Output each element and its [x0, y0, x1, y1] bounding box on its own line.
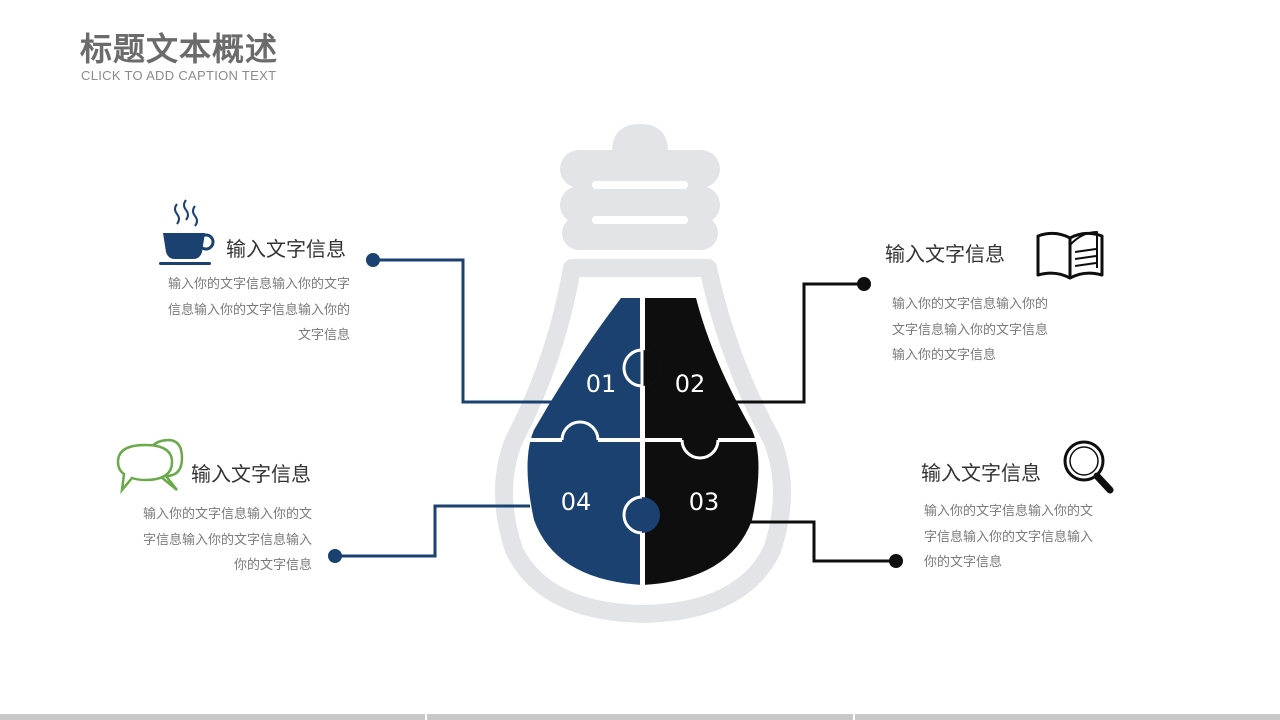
connector-bottom-left [328, 504, 530, 563]
footer-bar [0, 714, 1280, 720]
top-right-heading: 输入文字信息 [885, 242, 1005, 266]
coffee-cup-icon [159, 199, 215, 265]
connector-top-right [730, 277, 871, 404]
speech-bubbles-icon [116, 438, 184, 495]
bottom-right-heading: 输入文字信息 [921, 461, 1041, 485]
open-book-icon [1036, 231, 1104, 280]
bulb-cap [560, 124, 720, 250]
bottom-right-body: 输入你的文字信息输入你的文字信息输入你的文字信息输入你的文字信息 [924, 504, 1094, 570]
footer-segment [427, 714, 853, 720]
bulb-outline [495, 259, 791, 623]
connector-bottom-right [748, 520, 903, 568]
magnifier-icon [1063, 440, 1114, 494]
top-left-heading: 输入文字信息 [226, 237, 346, 261]
footer-segment [0, 714, 426, 720]
piece-number-04: 04 [561, 488, 592, 516]
piece-number-01: 01 [586, 370, 617, 398]
piece-number-03: 03 [689, 488, 720, 516]
bottom-left-heading: 输入文字信息 [191, 462, 311, 486]
footer-segment [854, 714, 1280, 720]
bottom-left-body: 输入你的文字信息输入你的文字信息输入你的文字信息输入你的文字信息 [142, 507, 312, 573]
top-right-body: 输入你的文字信息输入你的文字信息输入你的文字信息输入你的文字信息 [892, 297, 1049, 363]
page-title: 标题文本概述 [80, 30, 279, 68]
page-subtitle: CLICK TO ADD CAPTION TEXT [81, 68, 277, 83]
piece-number-02: 02 [675, 370, 706, 398]
connector-top-left [366, 253, 556, 404]
top-left-body: 输入你的文字信息输入你的文字信息输入你的文字信息输入你的文字信息 [167, 277, 350, 343]
puzzle-piece-04 [527, 442, 640, 585]
cap-grooves [592, 181, 688, 224]
